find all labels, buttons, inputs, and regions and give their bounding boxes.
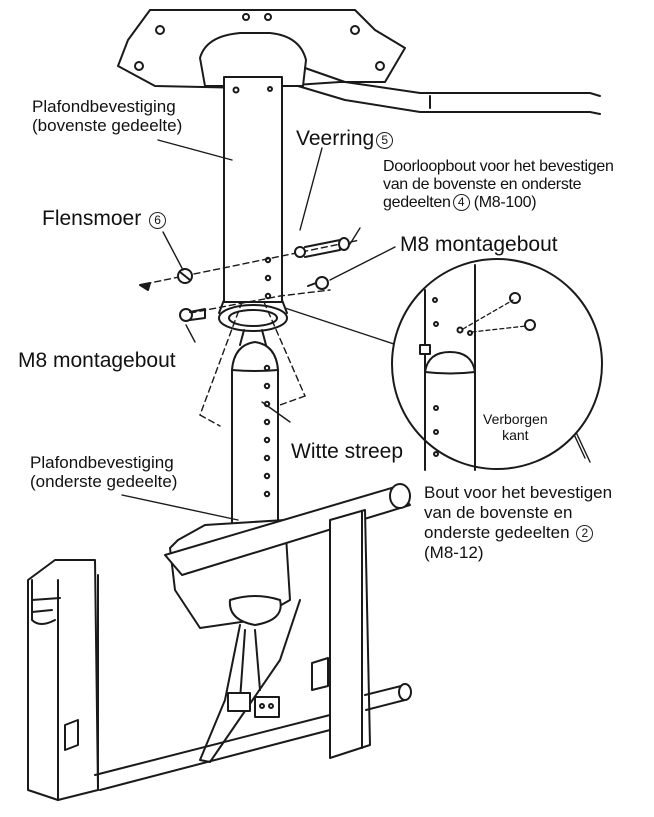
label-fixing-bolt-line1: Bout voor het bevestigen [424,483,613,502]
label-through-bolt-line2: van de bovenste en onderste [383,175,582,193]
label-hidden-side-line1: Verborgen [483,411,548,427]
label-ceiling-upper: Plafondbevestiging (bovenste gedeelte) [32,97,182,135]
label-through-bolt: Doorloopbout voor het bevestigen van de … [383,158,614,212]
label-fixing-bolt-parts: onderste gedeelten [424,523,570,543]
label-hidden-side: Verborgen kant [483,411,548,443]
label-through-bolt-parts: gedeelten [383,193,451,211]
ceiling-cable [297,67,601,115]
ceiling-plate [117,9,406,89]
screen-bracket [27,483,412,801]
label-through-bolt-size: (M8-100) [473,193,537,211]
upper-pole [218,76,288,332]
label-m8-bolt-left: M8 montagebout [18,349,176,372]
detail-magnifier [391,258,603,471]
label-ceiling-upper-line1: Plafondbevestiging [32,97,176,116]
label-white-stripe: Witte streep [291,440,404,463]
label-m8-bolt-right: M8 montagebout [400,233,558,256]
label-fixing-bolt: Bout voor het bevestigen van de bovenste… [424,483,612,563]
hardware [177,237,350,322]
label-ceiling-upper-line2: (bovenste gedeelte) [32,116,183,136]
label-ceiling-lower-line2: (onderste gedeelte) [30,472,178,492]
label-fixing-bolt-size: (M8-12) [424,543,484,563]
part-number-badge: 5 [376,132,394,149]
part-number-badge: 4 [452,193,470,211]
label-hidden-side-line2: kant [502,426,529,443]
part-number-badge: 2 [576,525,594,543]
label-fixing-bolt-line2: van de bovenste en [424,503,573,523]
label-spring-washer-text: Veerring [296,127,375,150]
label-flange-nut: Flensmoer 6 [42,207,167,231]
label-ceiling-lower: Plafondbevestiging (onderste gedeelte) [30,453,177,491]
label-fixing-bolt-line3: onderste gedeelten 2 [424,523,612,543]
lower-pole [231,329,279,526]
part-number-badge: 6 [149,212,167,229]
arrow-left [139,282,151,291]
label-ceiling-lower-line1: Plafondbevestiging [30,453,174,472]
label-through-bolt-line1: Doorloopbout voor het bevestigen [383,158,614,175]
label-flange-nut-text: Flensmoer [42,207,142,230]
